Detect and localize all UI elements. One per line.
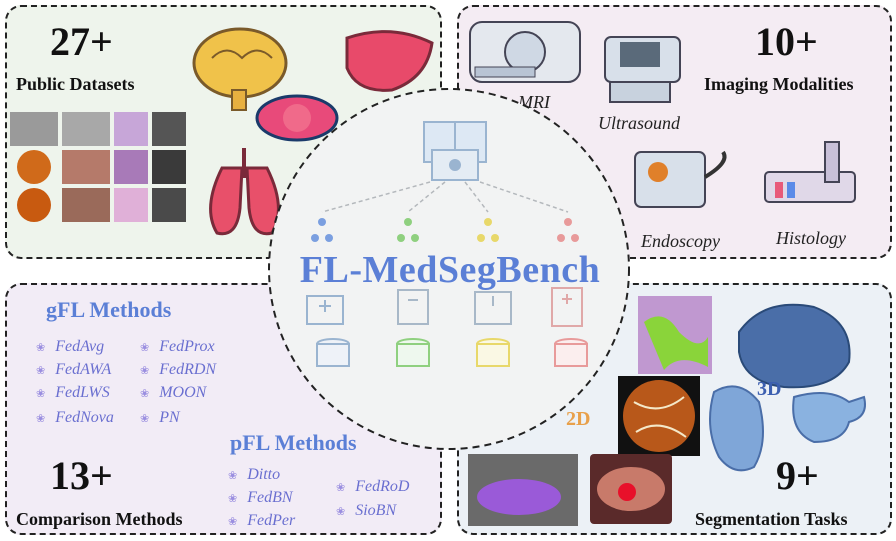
- hospital-1-icon: [306, 295, 344, 325]
- liver-icon: [345, 30, 434, 92]
- method-pn: PN: [140, 409, 179, 427]
- modality-illustrations: [469, 21, 856, 208]
- methods-count: 13+: [50, 453, 113, 498]
- thumb-histo-1: [114, 112, 148, 146]
- method-fedlws: FedLWS: [36, 384, 110, 402]
- modalities-count: 10+: [755, 19, 818, 64]
- datasets-label: Public Datasets: [16, 74, 135, 94]
- thumb-endo-2: [62, 188, 110, 222]
- method-moon: MOON: [140, 384, 206, 402]
- segmentation-examples: [468, 296, 866, 526]
- hospital-4-icon: [551, 287, 583, 327]
- thumb-mri-1: [152, 112, 186, 146]
- stomach-3d-model: [792, 392, 866, 444]
- pfl-methods-title: pFL Methods: [230, 430, 357, 455]
- thumb-fundus-2: [17, 188, 51, 222]
- method-ditto: Ditto: [228, 466, 280, 484]
- dim-3d-label: 3D: [757, 378, 782, 400]
- method-fedavg: FedAvg: [36, 338, 104, 356]
- gfl-methods-title: gFL Methods: [46, 297, 172, 322]
- brain-icon: [192, 27, 288, 111]
- thumb-endo-1: [62, 150, 110, 184]
- method-fednova: FedNova: [36, 409, 114, 427]
- method-fedrdn: FedRDN: [140, 361, 216, 379]
- database-3-icon: [476, 338, 510, 367]
- method-fedbn: FedBN: [228, 489, 292, 507]
- server-icon: [423, 121, 487, 181]
- methods-label: Comparison Methods: [16, 509, 183, 529]
- datasets-count: 27+: [50, 19, 113, 64]
- dataset-thumbnail-grid: [10, 112, 186, 222]
- hospital-2-icon: [397, 289, 429, 325]
- client-model-1-icon: [311, 218, 333, 242]
- method-fedawa: FedAWA: [36, 361, 111, 379]
- brain-3d-model: [738, 303, 851, 389]
- tasks-label: Segmentation Tasks: [695, 509, 848, 529]
- tasks-count: 9+: [776, 453, 819, 498]
- hospital-3-icon: [474, 291, 512, 325]
- thumb-histo-3: [114, 188, 148, 222]
- client-model-3-icon: [477, 218, 499, 242]
- thumb-eye-1: [10, 112, 58, 146]
- modalities-label: Imaging Modalities: [704, 74, 854, 94]
- thumb-histo-2: [114, 150, 148, 184]
- modality-histology: Histology: [776, 228, 846, 248]
- federated-links: [321, 181, 569, 213]
- heart-3d-model: [709, 385, 764, 472]
- modality-endoscopy: Endoscopy: [641, 231, 720, 251]
- method-fedper: FedPer: [228, 512, 295, 530]
- client-model-4-icon: [557, 218, 579, 242]
- database-2-icon: [396, 338, 430, 367]
- thumb-fundus-1: [17, 150, 51, 184]
- polyp-seg-example: [590, 454, 672, 524]
- client-model-2-icon: [397, 218, 419, 242]
- database-4-icon: [554, 338, 588, 367]
- lungs-icon: [209, 148, 280, 236]
- thumb-eye-2: [62, 112, 110, 146]
- ultrasound-machine-icon: [604, 36, 681, 103]
- eye-icon: [255, 94, 339, 142]
- modality-ultrasound: Ultrasound: [598, 113, 681, 133]
- eye-seg-example: [468, 454, 578, 526]
- center-title: FL-MedSegBench: [299, 249, 601, 291]
- center-circle: [268, 88, 630, 450]
- organ-illustrations: [192, 27, 434, 236]
- thumb-mri-3: [152, 188, 186, 222]
- mri-machine-icon: [469, 21, 581, 83]
- method-fedprox: FedProx: [140, 338, 214, 356]
- method-fedrod: FedRoD: [336, 478, 409, 496]
- fundus-seg-example: [618, 376, 700, 456]
- database-1-icon: [316, 338, 350, 367]
- method-siobn: SioBN: [336, 502, 396, 520]
- endoscope-icon: [634, 150, 727, 208]
- dim-2d-label: 2D: [566, 408, 591, 430]
- thumb-mri-2: [152, 150, 186, 184]
- microscope-icon: [764, 141, 856, 203]
